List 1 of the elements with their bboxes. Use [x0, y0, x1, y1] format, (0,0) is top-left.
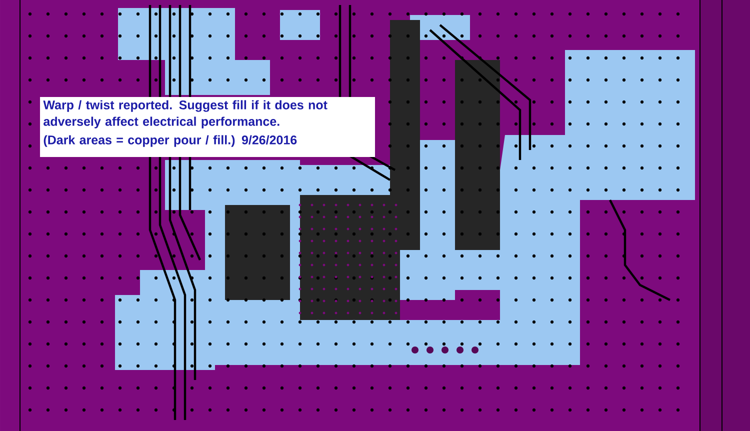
note-box: Warp / twist reported. Suggest fill if it does not adversely affect electrical performance. (Dark areas = copper pour / fill.) 9/26/2016: [40, 97, 375, 157]
